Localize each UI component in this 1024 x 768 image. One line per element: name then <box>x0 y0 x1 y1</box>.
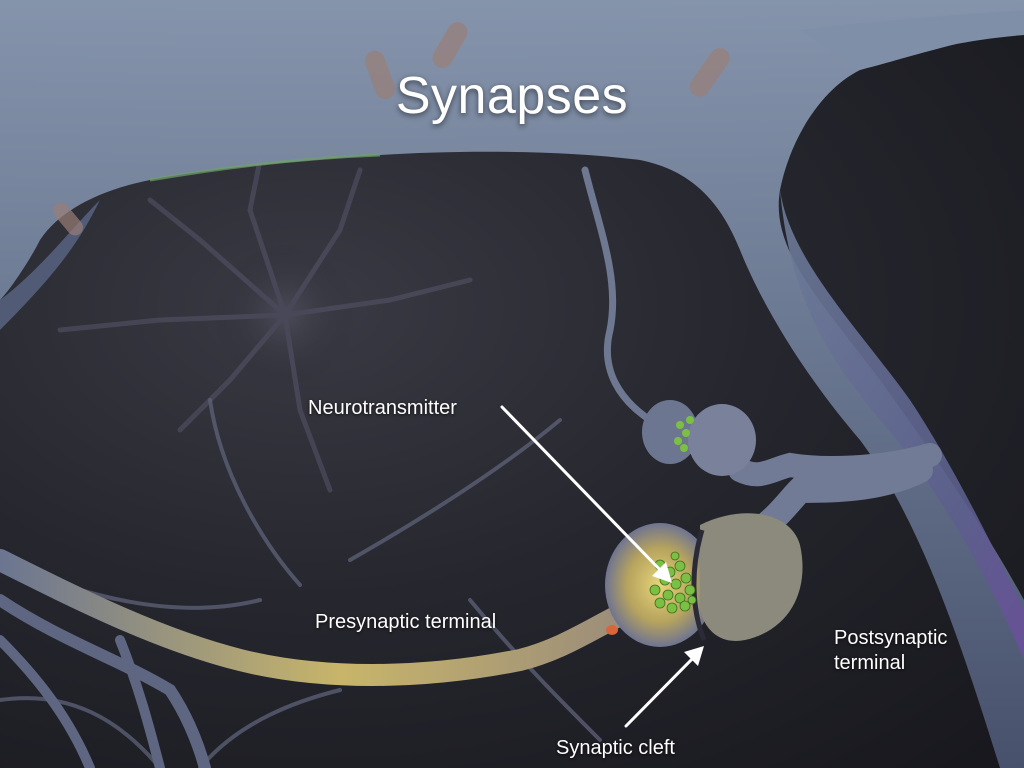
neurotransmitter-arrowhead <box>652 562 672 583</box>
background-dendrites <box>0 398 602 768</box>
presynaptic-terminal-bulb <box>605 523 715 647</box>
annotation-arrows <box>500 405 700 728</box>
postsynaptic-terminal <box>700 513 803 641</box>
neurotransmitter-arrow <box>500 405 667 577</box>
postsynaptic-label-line2: terminal <box>834 652 906 674</box>
upper-synapse <box>642 400 942 487</box>
synaptic-cleft-arrow <box>624 651 700 728</box>
presynaptic-terminal-label: Presynaptic terminal <box>315 611 497 633</box>
background-neuron <box>57 157 473 493</box>
postsynaptic-terminal-label: Postsynaptic terminal <box>834 626 947 676</box>
neurotransmitter-label: Neurotransmitter <box>308 397 457 419</box>
synaptic-cleft-label: Synaptic cleft <box>556 737 675 759</box>
slide-title: Synapses <box>395 67 629 125</box>
postsynaptic-label-line1: Postsynaptic <box>834 627 948 649</box>
neurotransmitter-vesicles <box>649 551 697 614</box>
presynaptic-axon <box>0 549 631 768</box>
synaptic-cleft-arrowhead <box>684 646 704 666</box>
organelles <box>52 22 730 236</box>
